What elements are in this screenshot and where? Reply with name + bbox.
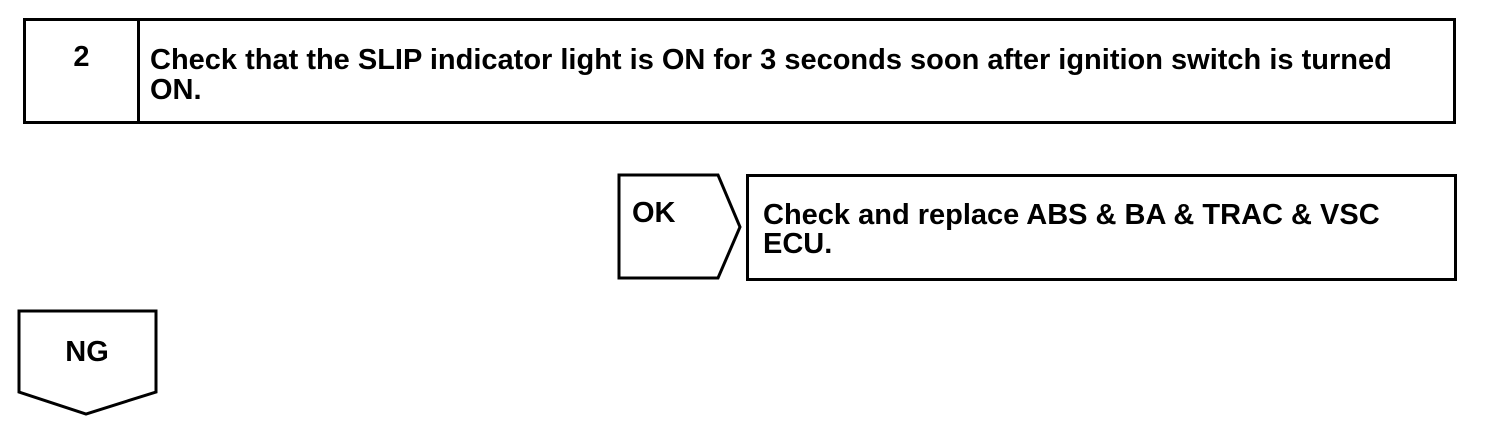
- ok-arrow-shape: [617, 173, 742, 280]
- step-box: 2 Check that the SLIP indicator light is…: [23, 18, 1456, 124]
- ok-action-text: Check and replace ABS & BA & TRAC & VSC …: [763, 199, 1380, 260]
- ng-label: NG: [65, 336, 109, 368]
- step-divider: [137, 21, 140, 121]
- ok-action-box: Check and replace ABS & BA & TRAC & VSC …: [746, 174, 1457, 281]
- ok-label: OK: [632, 197, 676, 229]
- step-number: 2: [73, 41, 90, 73]
- step-instruction: Check that the SLIP indicator light is O…: [150, 44, 1392, 106]
- ng-arrow-shape: [17, 309, 158, 416]
